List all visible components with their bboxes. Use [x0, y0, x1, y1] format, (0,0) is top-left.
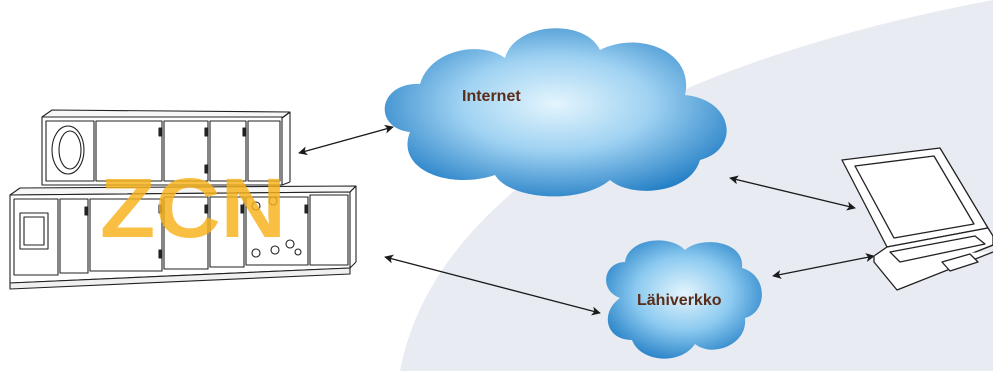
- lan-label: Lähiverkko: [637, 292, 722, 309]
- internet-cloud: Internet: [384, 28, 727, 197]
- laptop-icon: [841, 147, 993, 291]
- air-handling-unit-icon: [9, 109, 357, 290]
- internet-label: Internet: [462, 88, 521, 105]
- lan-cloud: Lähiverkko: [606, 240, 762, 359]
- arrow-internet-laptop: [729, 175, 856, 211]
- arrow-unit-lan: [384, 254, 601, 316]
- arrow-lan-laptop: [772, 253, 875, 279]
- arrow-unit-internet: [298, 124, 394, 156]
- brand-logo: ZCN: [100, 161, 286, 255]
